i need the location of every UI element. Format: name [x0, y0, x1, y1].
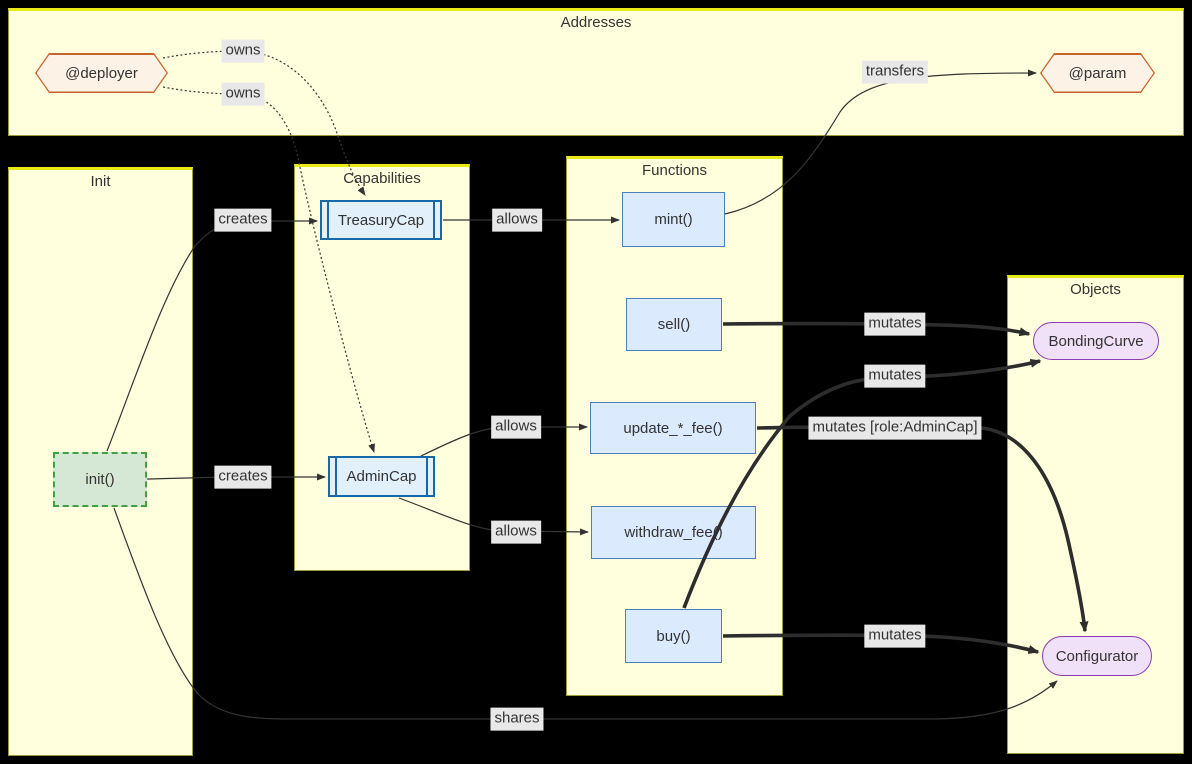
node-deployer-label: @deployer	[65, 64, 138, 82]
edge-label-transfers: transfers	[861, 60, 929, 84]
node-admincap: AdminCap	[328, 456, 435, 497]
node-withdraw-fee-label: withdraw_fee()	[624, 524, 723, 541]
edge-label-allows-1: allows	[492, 208, 542, 232]
edge-label-allows-2: allows	[491, 415, 541, 439]
hexagon-fill	[1042, 55, 1154, 92]
edge-label-mutates-3: mutates	[864, 624, 926, 648]
node-update-fee-label: update_*_fee()	[623, 419, 723, 437]
edge-label-creates-2: creates	[214, 465, 272, 489]
edge-label-mutates-role-admincap: mutates [role:AdminCap]	[808, 416, 982, 440]
edge-label-mutates-1: mutates	[864, 312, 926, 336]
node-treasurycap-label: TreasuryCap	[337, 211, 425, 229]
node-buy-label: buy()	[656, 627, 691, 645]
node-init-label: init()	[85, 471, 115, 488]
subgraph-init-title: Init	[90, 173, 111, 190]
node-mint-label: mint()	[654, 211, 693, 228]
node-withdraw-fee: withdraw_fee()	[591, 506, 756, 559]
node-configurator-label: Configurator	[1055, 647, 1139, 665]
node-sell: sell()	[626, 298, 722, 351]
subgraph-functions-title: Functions	[641, 162, 708, 179]
subgraph-capabilities-title: Capabilities	[343, 170, 421, 187]
node-treasurycap: TreasuryCap	[320, 200, 442, 240]
node-sell-label: sell()	[657, 316, 691, 333]
node-init: init()	[53, 452, 147, 507]
edge-label-allows-3: allows	[491, 520, 541, 544]
node-bondingcurve: BondingCurve	[1033, 322, 1159, 360]
node-param: @param	[1040, 53, 1155, 93]
node-bondingcurve-label: BondingCurve	[1048, 332, 1144, 350]
subgraph-addresses-title: Addresses	[560, 14, 632, 31]
edge-label-shares: shares	[490, 707, 544, 731]
node-buy: buy()	[625, 609, 722, 663]
subgraph-objects-title: Objects	[1070, 281, 1121, 298]
edge-label-owns-1: owns	[221, 39, 265, 63]
node-admincap-label: AdminCap	[346, 468, 417, 485]
hexagon-fill	[37, 55, 167, 92]
node-configurator: Configurator	[1042, 636, 1152, 676]
node-update-fee: update_*_fee()	[590, 402, 756, 454]
node-deployer: @deployer	[35, 53, 168, 93]
edge-label-mutates-2: mutates	[864, 364, 926, 388]
subgraph-addresses: Addresses	[8, 8, 1184, 136]
edge-label-creates-1: creates	[214, 208, 272, 232]
edge-label-owns-2: owns	[221, 82, 265, 106]
node-mint: mint()	[622, 192, 725, 247]
node-param-label: @param	[1068, 64, 1127, 82]
